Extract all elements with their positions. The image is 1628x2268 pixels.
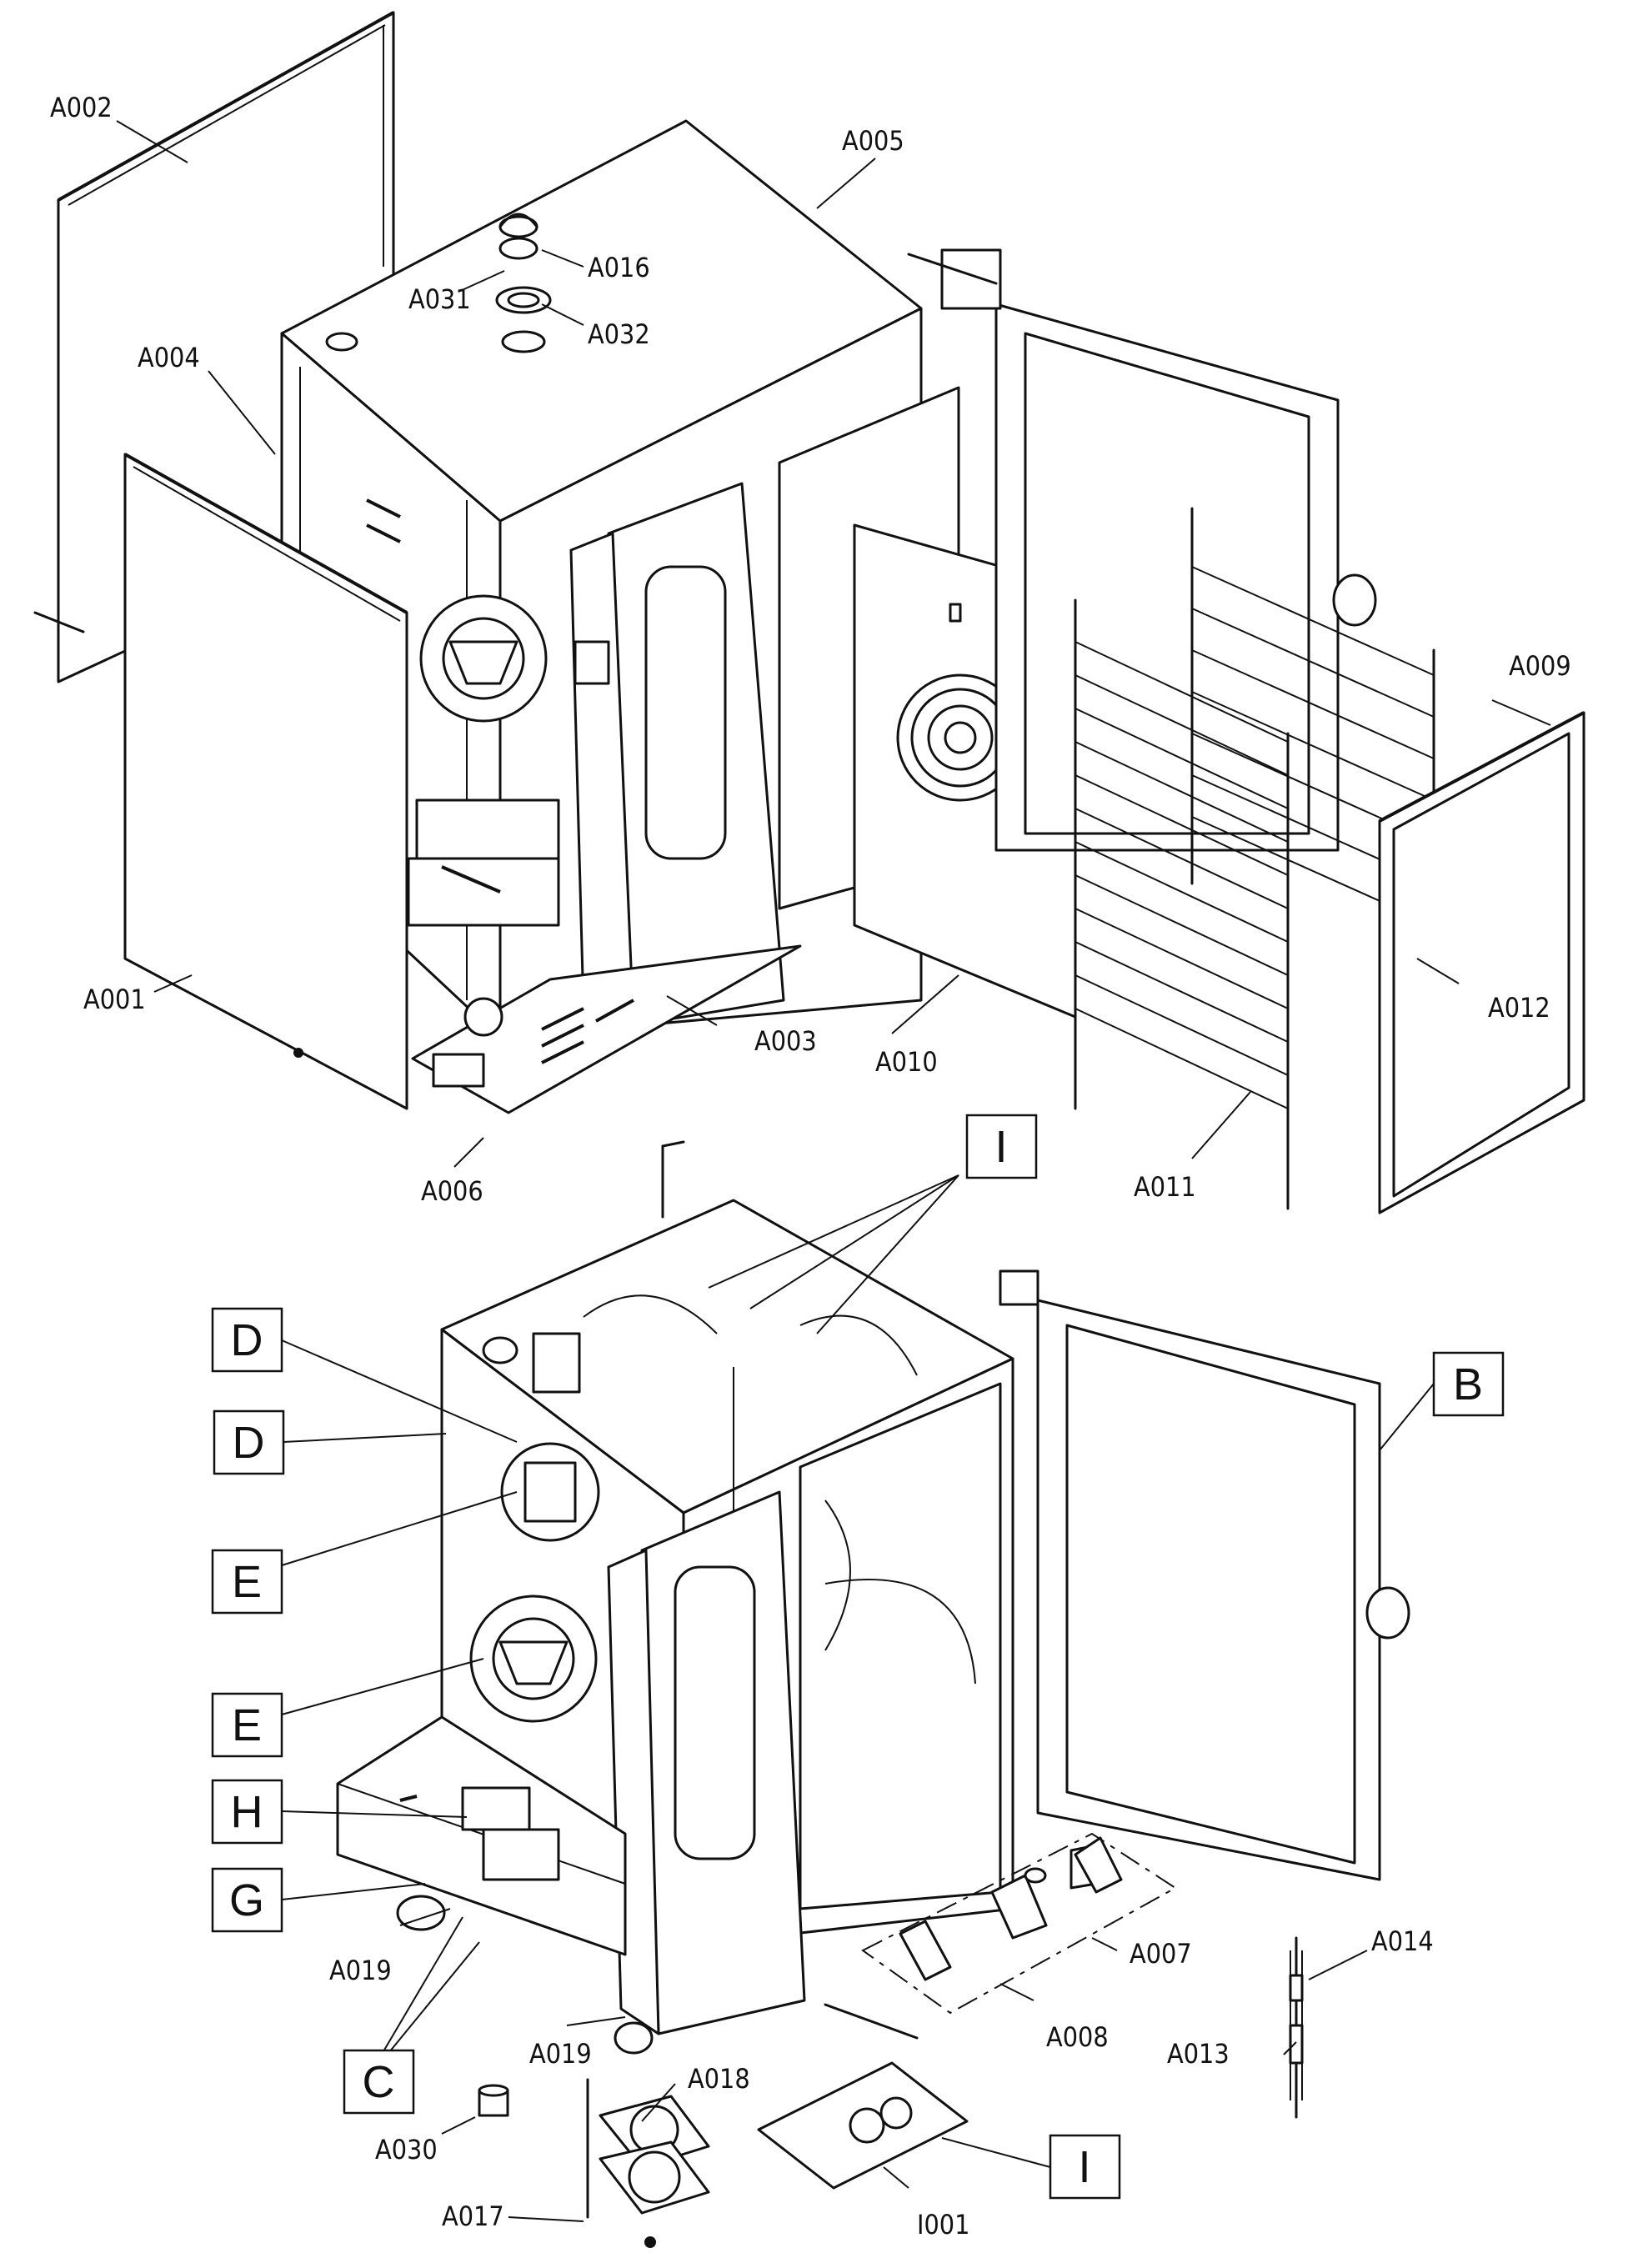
label-a010: A010 (875, 1046, 938, 1078)
callout-d-upper: D (211, 1307, 283, 1373)
oven-cavity-bottom (799, 1382, 1002, 1910)
svg-text:E: E (232, 1557, 262, 1607)
callout-e-lower: E (211, 1692, 283, 1758)
front-column-a003 (569, 482, 785, 1039)
label-a001: A001 (83, 984, 146, 1015)
door-open-bottom (999, 1269, 1410, 1881)
label-a030: A030 (375, 2134, 438, 2165)
callout-i-top: I (965, 1114, 1038, 1179)
svg-text:I: I (994, 1122, 1007, 1172)
cap-a030 (478, 2084, 509, 2117)
label-a014: A014 (1371, 1925, 1434, 1957)
internal-components-top (366, 498, 560, 927)
door-gasket-a009 (1378, 711, 1585, 1214)
svg-text:I: I (1078, 2142, 1090, 2192)
svg-text:E: E (232, 1700, 262, 1750)
callout-d-lower: D (213, 1409, 285, 1475)
label-a007: A007 (1130, 1938, 1192, 1970)
svg-text:B: B (1453, 1359, 1483, 1409)
panel-a001 (123, 453, 408, 1110)
label-a013: A013 (1167, 2038, 1230, 2070)
callout-b: B (1432, 1351, 1505, 1417)
control-board-i001 (757, 2003, 969, 2190)
label-a019-center: A019 (529, 2038, 592, 2070)
chimney-parts (325, 213, 552, 353)
cooling-fan-a017-a018 (586, 2078, 710, 2248)
callout-c: C (343, 2049, 415, 2115)
callout-e-upper: E (211, 1549, 283, 1615)
label-a009: A009 (1509, 650, 1571, 682)
probe-a013-a014 (1289, 1936, 1304, 2119)
label-a019-left: A019 (329, 1955, 392, 1986)
label-a016: A016 (588, 252, 650, 283)
label-a032: A032 (588, 318, 650, 350)
front-column-bottom (607, 1490, 806, 2055)
label-i001: I001 (917, 2209, 969, 2240)
svg-text:D: D (231, 1315, 263, 1365)
callout-h: H (211, 1779, 283, 1845)
part-number-labels: A002 A005 A016 A031 A032 A004 A001 A003 … (50, 92, 1571, 2240)
svg-text:H: H (231, 1787, 263, 1837)
label-a012: A012 (1488, 992, 1550, 1024)
label-a005: A005 (842, 125, 904, 157)
detail-callouts: I B D D E E H G (211, 1114, 1505, 2200)
parts-a007-a008 (861, 1832, 1177, 2015)
svg-text:D: D (233, 1418, 265, 1468)
fan-motors-bottom (469, 1332, 600, 1723)
label-a003: A003 (754, 1025, 817, 1057)
label-a018: A018 (688, 2063, 750, 2095)
label-a004: A004 (138, 342, 200, 373)
svg-text:G: G (229, 1875, 264, 1925)
label-a008: A008 (1046, 2021, 1109, 2053)
shelf-racks (1074, 507, 1435, 1210)
svg-text:C: C (363, 2057, 395, 2107)
base-plate-a006 (411, 944, 802, 1114)
label-a011: A011 (1134, 1171, 1196, 1203)
door-frame-top (907, 248, 1377, 852)
label-a002: A002 (50, 92, 113, 123)
base-tray-bottom (336, 1715, 627, 1956)
callout-i-bottom: I (1049, 2134, 1121, 2200)
label-a006: A006 (421, 1175, 483, 1207)
label-a017: A017 (442, 2200, 504, 2232)
label-a031: A031 (408, 283, 471, 315)
leader-lines (116, 120, 1551, 2222)
callout-g: G (211, 1867, 283, 1933)
